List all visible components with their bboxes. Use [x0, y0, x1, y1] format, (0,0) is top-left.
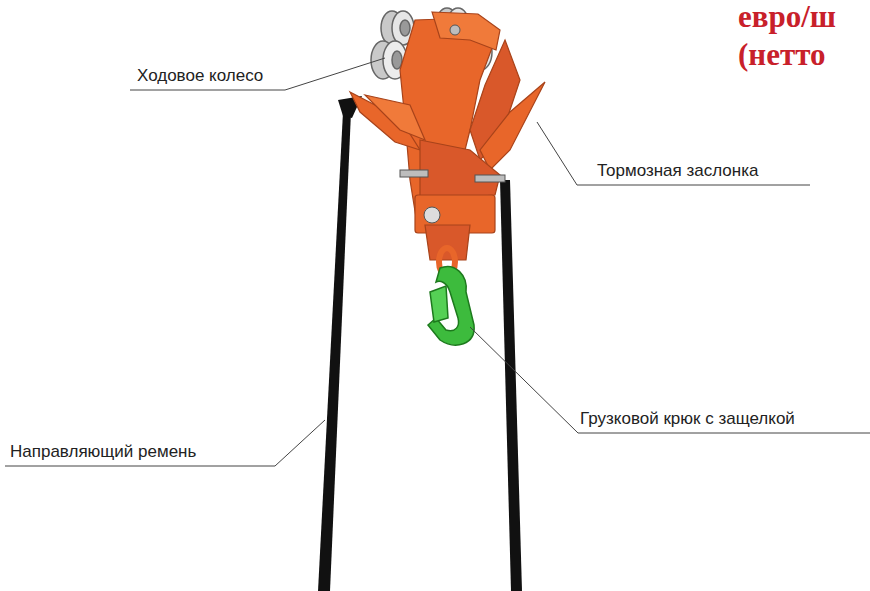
price-note: евро/ш — [738, 0, 836, 35]
part-name: Тормозная заслонка — [597, 161, 758, 181]
leader-line — [5, 58, 870, 466]
part-name: Направляющий ремень — [10, 442, 196, 462]
part-name: Грузковой крюк с защелкой — [580, 409, 795, 429]
guide-strap — [318, 112, 351, 591]
load-hook — [428, 248, 474, 345]
part-name: Ходовое колесо — [137, 66, 263, 86]
guide-strap — [500, 180, 522, 591]
bolt — [400, 25, 505, 223]
trolley-body — [350, 12, 545, 260]
price-note: (нетто — [738, 36, 826, 73]
